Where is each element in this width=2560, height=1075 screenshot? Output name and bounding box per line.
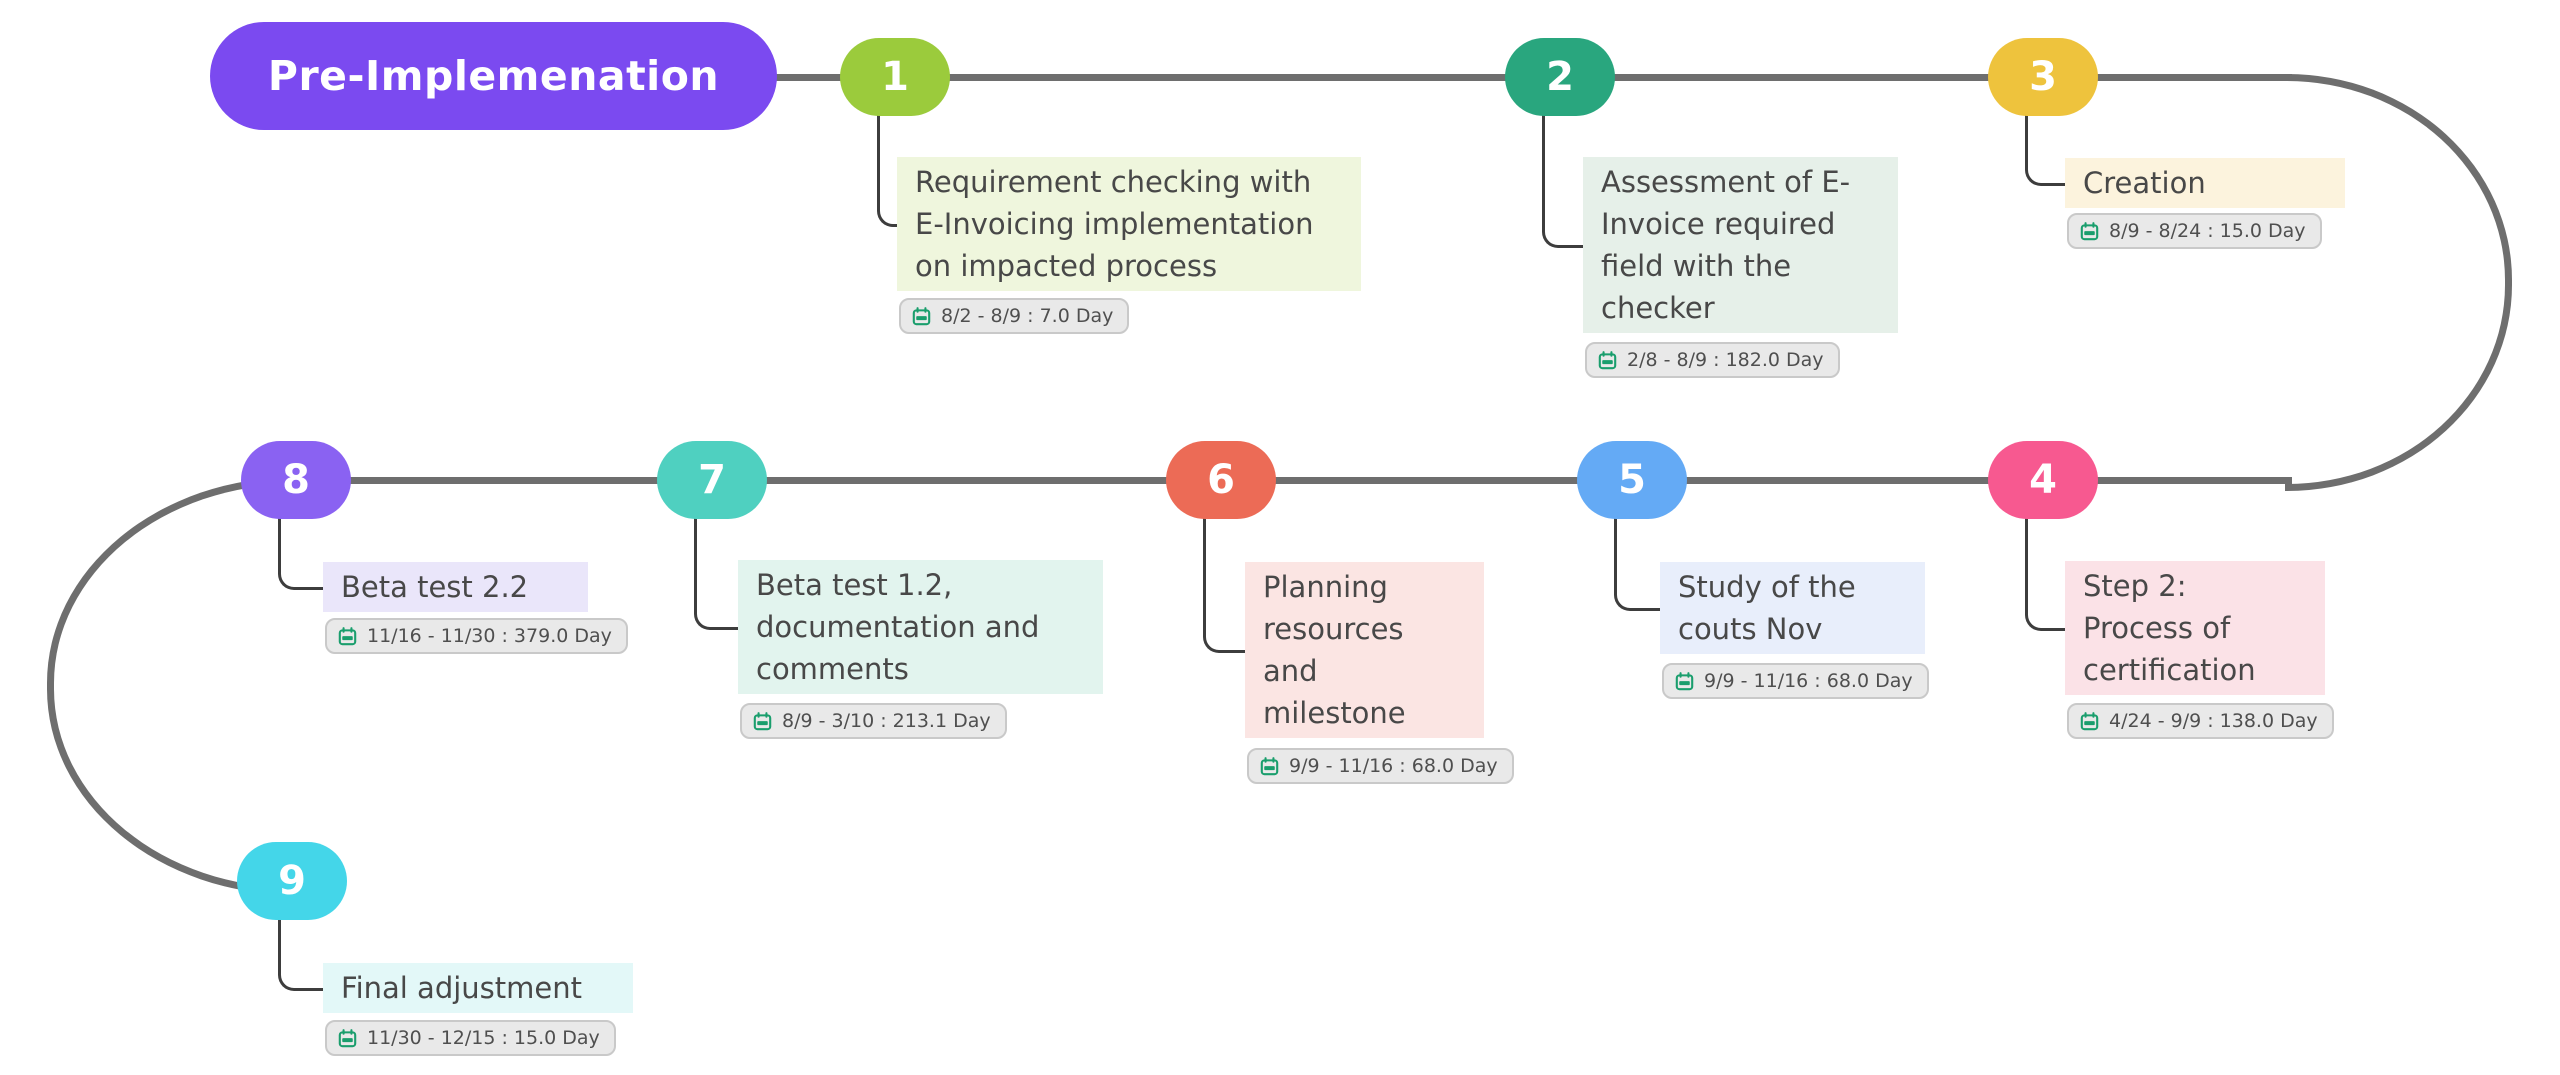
calendar-icon <box>912 306 931 325</box>
date-badge-4[interactable]: 4/24 - 9/9 : 138.0 Day <box>2067 703 2334 739</box>
task-card-6[interactable]: Planning resources and milestone <box>1245 562 1484 738</box>
task-card-2[interactable]: Assessment of E-Invoice required field w… <box>1583 157 1898 333</box>
date-badge-8[interactable]: 11/16 - 11/30 : 379.0 Day <box>325 618 628 654</box>
task-card-3[interactable]: Creation <box>2065 158 2345 208</box>
date-badge-label: 4/24 - 9/9 : 138.0 Day <box>2109 710 2318 732</box>
calendar-icon <box>338 626 357 645</box>
milestone-circle-1[interactable]: 1 <box>840 38 950 116</box>
milestone-circle-6[interactable]: 6 <box>1166 441 1276 519</box>
elbow-connector-8 <box>278 515 326 590</box>
task-card-8[interactable]: Beta test 2.2 <box>323 562 588 612</box>
date-badge-label: 11/16 - 11/30 : 379.0 Day <box>367 625 612 647</box>
date-badge-label: 8/2 - 8/9 : 7.0 Day <box>941 305 1114 327</box>
date-badge-2[interactable]: 2/8 - 8/9 : 182.0 Day <box>1585 342 1840 378</box>
elbow-connector-4 <box>2025 515 2068 631</box>
timeline-curve-left <box>47 477 303 895</box>
milestone-circle-4[interactable]: 4 <box>1988 441 2098 519</box>
date-badge-label: 2/8 - 8/9 : 182.0 Day <box>1627 349 1824 371</box>
calendar-icon <box>2080 221 2099 240</box>
date-badge-label: 9/9 - 11/16 : 68.0 Day <box>1704 670 1913 692</box>
calendar-icon <box>1675 671 1694 690</box>
task-card-1[interactable]: Requirement checking with E-Invoicing im… <box>897 157 1361 291</box>
calendar-icon <box>1260 756 1279 775</box>
calendar-icon <box>753 711 772 730</box>
elbow-connector-7 <box>694 515 741 630</box>
elbow-connector-9 <box>278 917 326 991</box>
milestone-circle-5[interactable]: 5 <box>1577 441 1687 519</box>
milestone-circle-2[interactable]: 2 <box>1505 38 1615 116</box>
date-badge-9[interactable]: 11/30 - 12/15 : 15.0 Day <box>325 1020 616 1056</box>
date-badge-3[interactable]: 8/9 - 8/24 : 15.0 Day <box>2067 213 2322 249</box>
date-badge-6[interactable]: 9/9 - 11/16 : 68.0 Day <box>1247 748 1514 784</box>
date-badge-5[interactable]: 9/9 - 11/16 : 68.0 Day <box>1662 663 1929 699</box>
task-card-7[interactable]: Beta test 1.2, documentation and comment… <box>738 560 1103 694</box>
milestone-circle-8[interactable]: 8 <box>241 441 351 519</box>
milestone-circle-7[interactable]: 7 <box>657 441 767 519</box>
milestone-circle-9[interactable]: 9 <box>237 842 347 920</box>
date-badge-label: 11/30 - 12/15 : 15.0 Day <box>367 1027 600 1049</box>
elbow-connector-2 <box>1542 112 1586 248</box>
date-badge-7[interactable]: 8/9 - 3/10 : 213.1 Day <box>740 703 1007 739</box>
date-badge-label: 9/9 - 11/16 : 68.0 Day <box>1289 755 1498 777</box>
date-badge-label: 8/9 - 3/10 : 213.1 Day <box>782 710 991 732</box>
timeline-line-row2 <box>290 477 2292 484</box>
calendar-icon <box>1598 350 1617 369</box>
elbow-connector-3 <box>2025 112 2068 186</box>
elbow-connector-5 <box>1614 515 1663 611</box>
elbow-connector-6 <box>1203 515 1248 653</box>
elbow-connector-1 <box>877 112 900 227</box>
timeline-curve-right <box>2285 74 2512 491</box>
task-card-9[interactable]: Final adjustment <box>323 963 633 1013</box>
task-card-5[interactable]: Study of the couts Nov <box>1660 562 1925 654</box>
date-badge-label: 8/9 - 8/24 : 15.0 Day <box>2109 220 2306 242</box>
task-card-4[interactable]: Step 2: Process of certification <box>2065 561 2325 695</box>
calendar-icon <box>2080 711 2099 730</box>
calendar-icon <box>338 1028 357 1047</box>
date-badge-1[interactable]: 8/2 - 8/9 : 7.0 Day <box>899 298 1130 334</box>
root-node[interactable]: Pre-Implemenation <box>210 22 777 130</box>
milestone-circle-3[interactable]: 3 <box>1988 38 2098 116</box>
